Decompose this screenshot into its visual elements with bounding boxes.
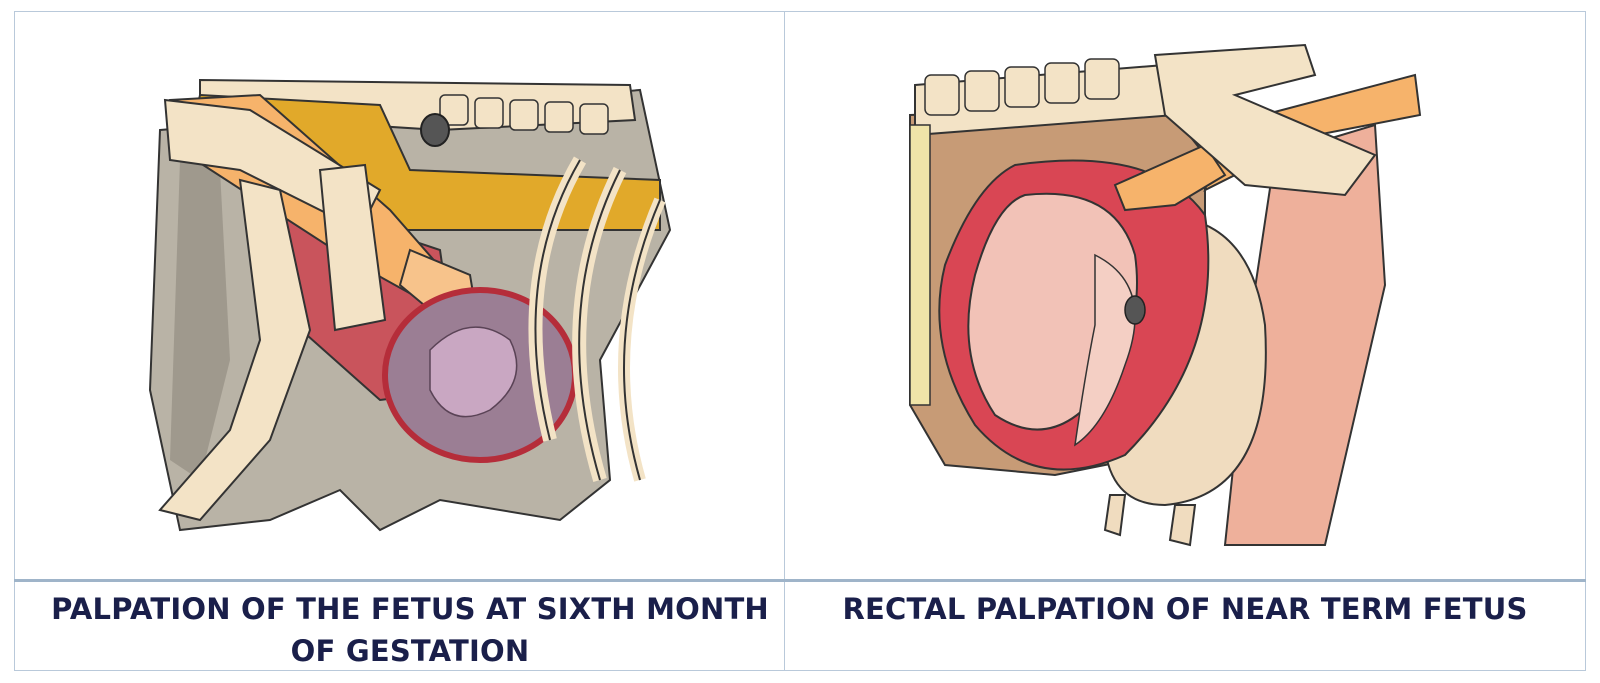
figure-grid [14,11,1586,671]
pelvis-bone [1153,43,1377,197]
spinal-opening [420,113,450,147]
ribs [528,156,666,482]
column-divider [784,11,785,671]
caption-sixth-month: PALPATION OF THE FETUS AT SIXTH MONTH OF… [51,592,769,668]
caption-divider [14,579,1586,582]
hind-leg-bone [158,178,312,522]
teat-left [1103,494,1127,537]
vertebrae [924,58,1120,116]
rib-stripe [909,124,931,406]
hand [1113,143,1227,212]
illustration-sixth-month-palpation [148,78,672,532]
fetus [429,326,518,418]
body-shadow [170,160,230,480]
pelvic-band [318,163,387,332]
caption-near-term: RECTAL PALPATION OF NEAR TERM FETUS [842,592,1528,626]
vertebrae [439,94,609,135]
teat-right [1168,504,1197,547]
fetus-hoof [1124,295,1146,325]
illustration-near-term-palpation [909,43,1422,547]
